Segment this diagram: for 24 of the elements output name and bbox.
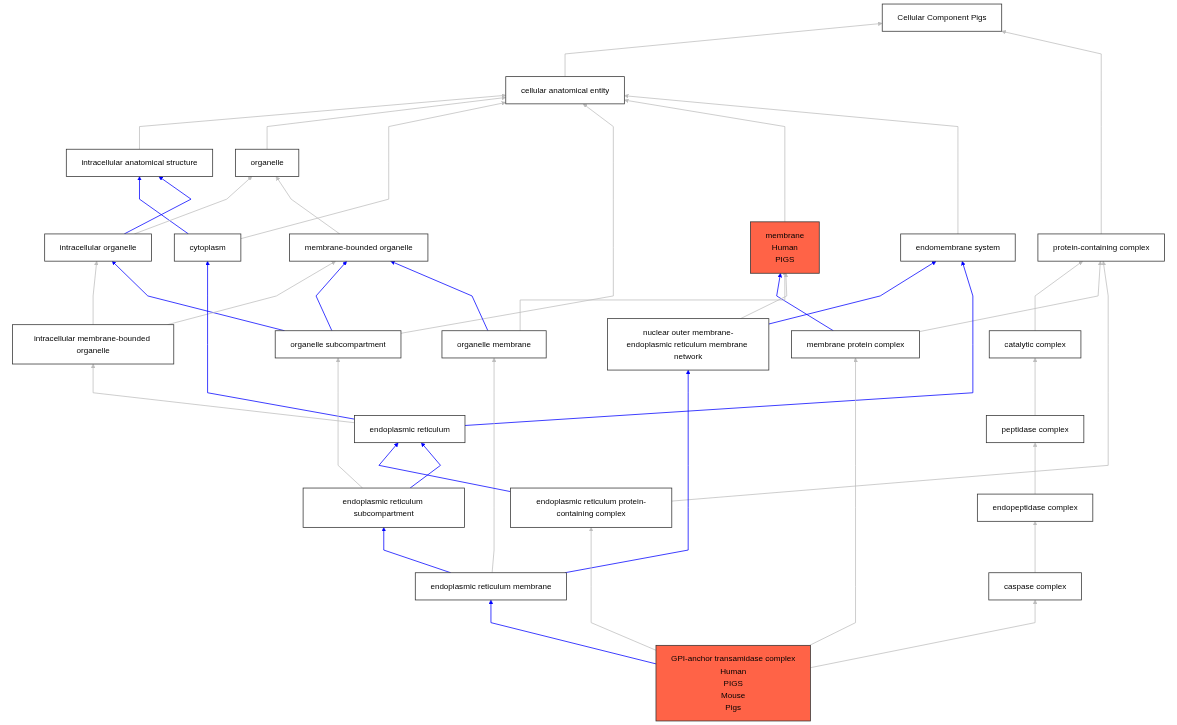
node-box: membrane protein complex [791, 330, 920, 359]
node-box: intracellular membrane-bounded organelle [12, 324, 175, 365]
node-box: GPI-anchor transamidase complex Human PIGS Mouse Pigs [655, 644, 811, 722]
node-box: membrane Human PIGS [750, 221, 820, 274]
node-box: endoplasmic reticulum [354, 415, 466, 444]
node-box: endopeptidase complex [976, 493, 1094, 522]
node-box: endoplasmic reticulum subcompartment [302, 487, 465, 528]
node-box: catalytic complex [988, 330, 1082, 359]
node-box: endoplasmic reticulum protein-containing complex [510, 487, 673, 528]
node-box: organelle membrane [441, 330, 547, 359]
node-box: organelle subcompartment [274, 330, 402, 359]
node-box: cellular anatomical entity [505, 76, 625, 105]
node-box: intracellular anatomical structure [65, 148, 214, 177]
node-box: endoplasmic reticulum membrane [414, 572, 567, 601]
node-box: peptidase complex [985, 415, 1085, 444]
node-box: organelle [235, 148, 300, 177]
node-box: caspase complex [988, 572, 1082, 601]
node-box: Cellular Component Pigs [881, 3, 1003, 32]
node-box: protein-containing complex [1037, 233, 1165, 262]
node-box: membrane-bounded organelle [289, 233, 429, 262]
node-box: cytoplasm [173, 233, 242, 262]
node-box: intracellular organelle [44, 233, 152, 262]
node-box: endomembrane system [900, 233, 1016, 262]
node-box: nuclear outer membrane-endoplasmic reticulum membrane network [607, 318, 770, 371]
